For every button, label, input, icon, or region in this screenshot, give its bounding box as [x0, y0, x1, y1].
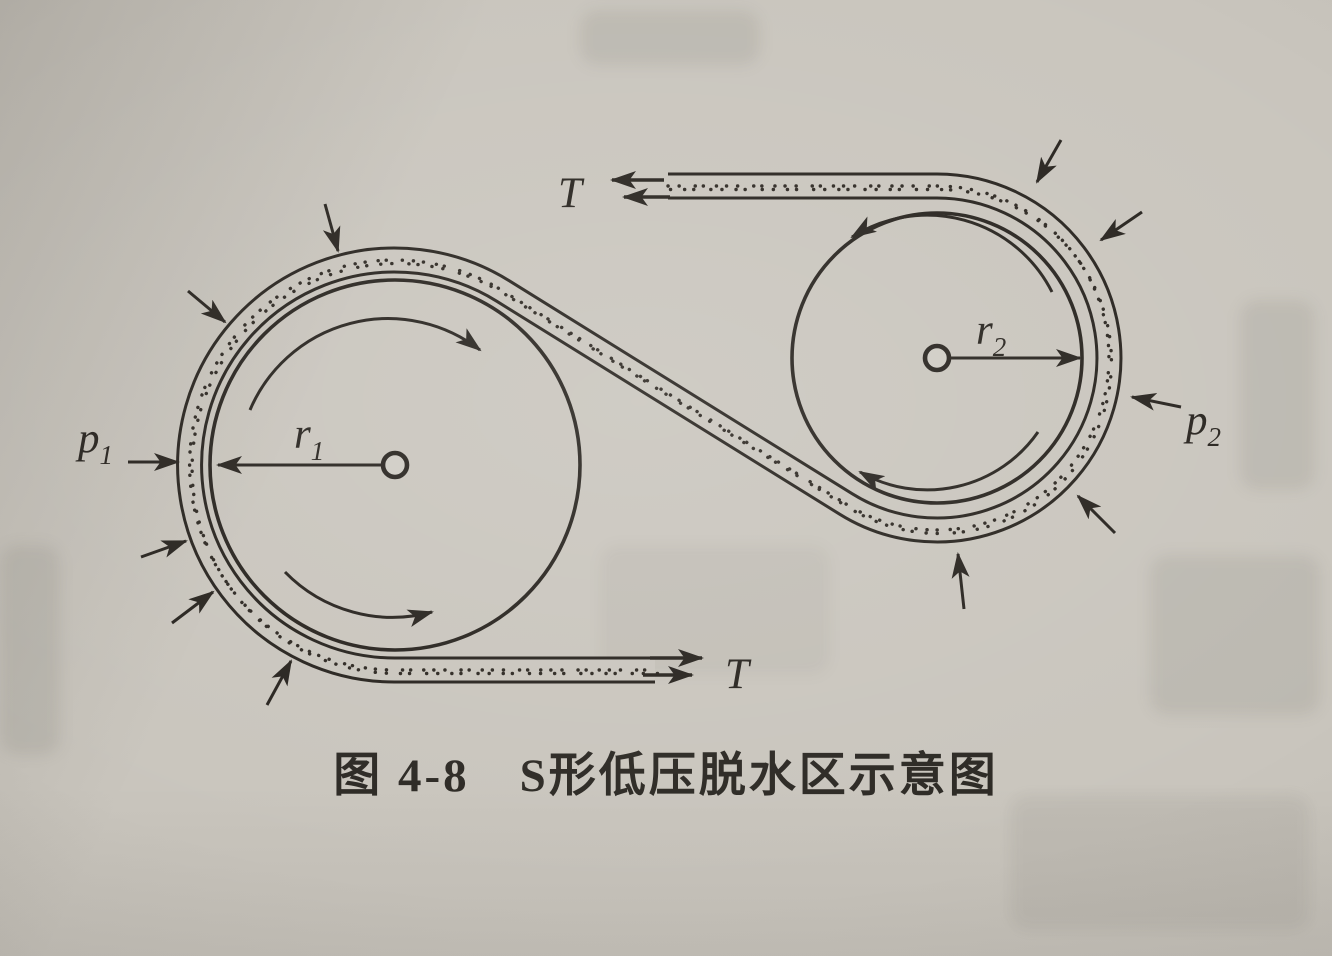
label-tension-top: T	[558, 170, 585, 217]
label-radius-r1: r1	[294, 411, 324, 466]
pressure-arrow	[1099, 210, 1143, 242]
pressure-arrow	[951, 552, 970, 610]
r1-symbol: r	[294, 411, 311, 458]
label-radius-r2: r2	[976, 307, 1006, 362]
r1-subscript: 1	[311, 436, 325, 466]
label-pressure-p1: p1	[75, 415, 113, 470]
pressure-arrow	[187, 289, 227, 324]
r2-subscript: 2	[993, 332, 1007, 362]
p1-subscript: 1	[100, 440, 114, 470]
p2-symbol: p	[1183, 397, 1208, 444]
pressure-arrow	[171, 590, 215, 625]
tension-arrows	[610, 171, 704, 684]
r2-symbol: r	[976, 307, 993, 354]
pressure-arrow	[265, 659, 293, 706]
pressure-arrow	[1035, 139, 1063, 184]
pressure-arrow	[140, 539, 188, 559]
right-roller-rotation-arrow-bottom	[858, 431, 1040, 492]
left-roller-rotation-arrow-bottom	[283, 570, 434, 628]
pressure-arrow	[1076, 494, 1117, 535]
right-pressure-arrows	[951, 139, 1182, 610]
left-roller-circle	[208, 278, 582, 652]
figure-caption: 图 4-8 S形低压脱水区示意图	[333, 750, 999, 802]
belt-outline	[176, 172, 1123, 684]
left-pressure-arrows	[128, 203, 341, 706]
right-roller-hub	[922, 343, 952, 373]
label-tension-bottom: T	[725, 651, 752, 698]
right-roller-rotation-arrow-top	[850, 213, 1054, 293]
left-roller-rotation-arrow-top	[248, 317, 482, 411]
left-roller-hub	[380, 450, 410, 480]
pressure-arrow-p2	[1130, 392, 1182, 411]
p1-symbol: p	[75, 415, 100, 462]
p2-subscript: 2	[1208, 422, 1222, 452]
right-roller-circle	[790, 211, 1084, 505]
label-pressure-p2: p2	[1183, 397, 1221, 452]
pressure-arrow	[322, 203, 341, 253]
belt-band	[176, 172, 1123, 684]
